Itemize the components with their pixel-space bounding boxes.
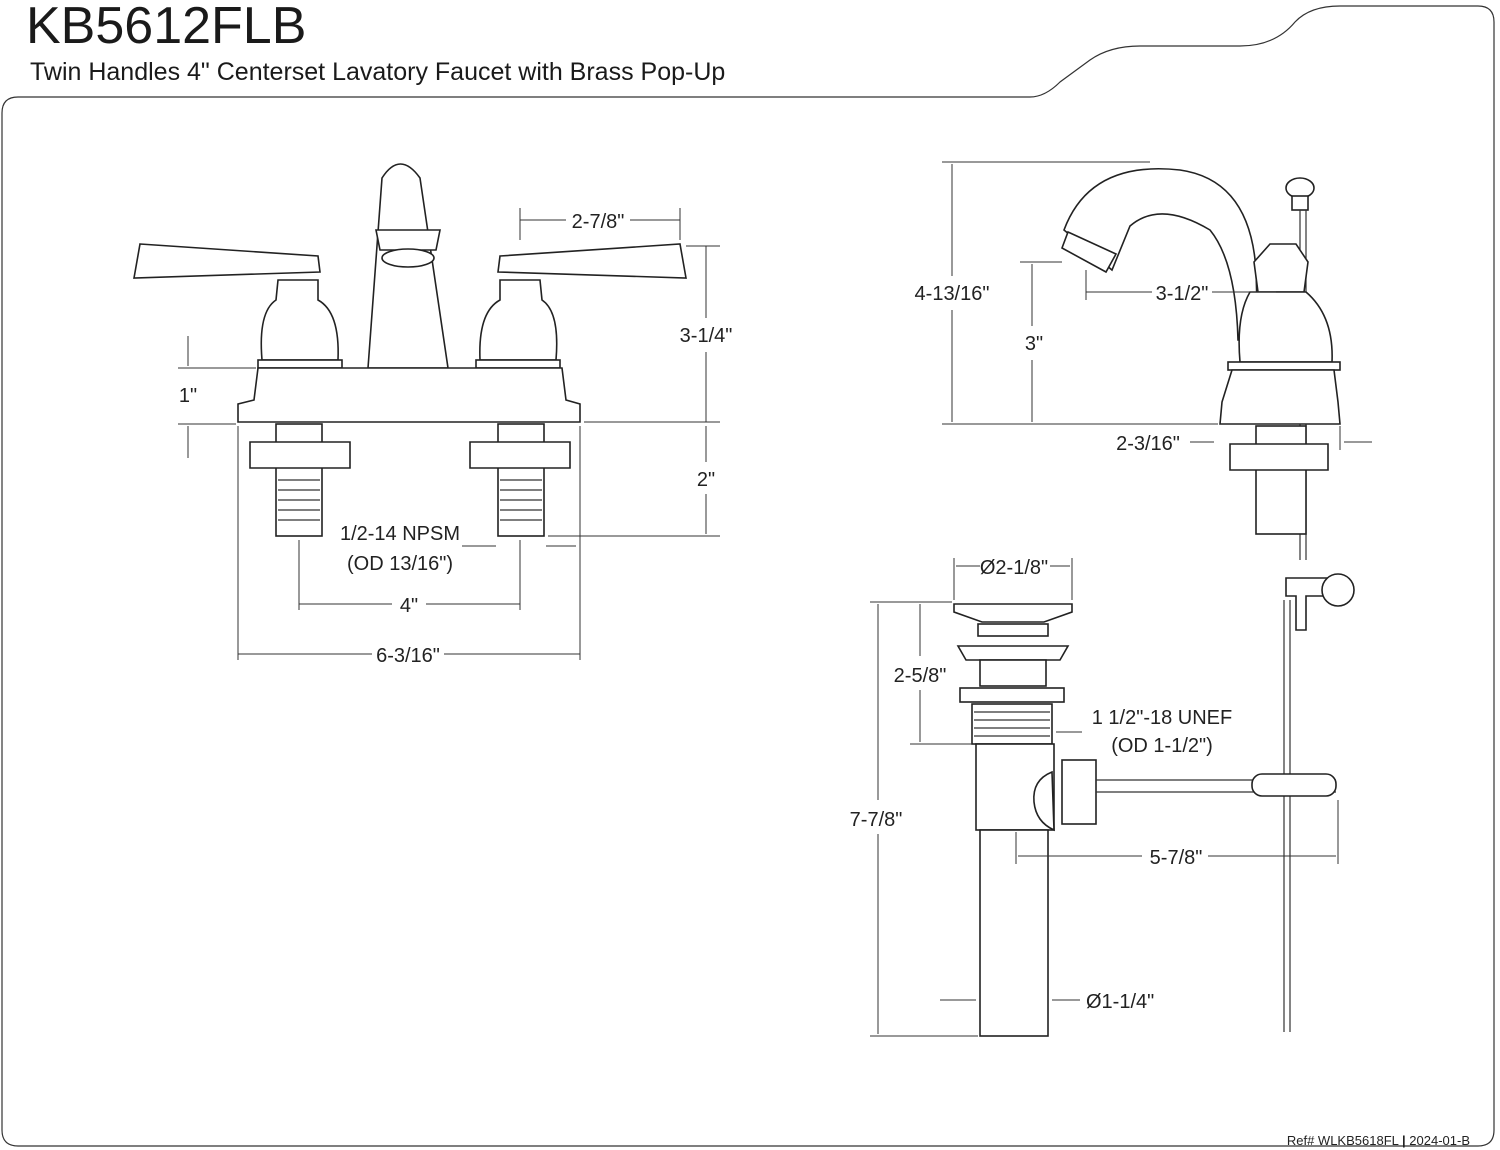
label-flange-height: 2-5/8" bbox=[894, 665, 947, 687]
side-collar bbox=[1227, 361, 1341, 371]
label-handle-base-height: 1" bbox=[179, 385, 197, 407]
label-body-height: 3-1/4" bbox=[680, 325, 733, 347]
dim-base-width-lines bbox=[237, 426, 581, 660]
dim-base-offset-lines bbox=[1190, 426, 1372, 450]
side-handle-base bbox=[1238, 291, 1333, 363]
drain-flange-neck bbox=[979, 659, 1047, 687]
drain-stopper bbox=[977, 623, 1049, 637]
dim-handle-spread-lines bbox=[519, 208, 681, 240]
label-spout-height: 3" bbox=[1025, 333, 1043, 355]
model-number: KB5612FLB bbox=[26, 0, 307, 55]
sheet-border bbox=[1, 5, 1495, 1147]
label-tail-diameter: Ø1-1/4" bbox=[1086, 991, 1154, 1013]
dim-total-height-lines bbox=[942, 161, 1218, 425]
label-handle-spread: 2-7/8" bbox=[572, 211, 625, 233]
drain-body-thread bbox=[971, 703, 1053, 745]
side-base-plate bbox=[1219, 369, 1341, 425]
dim-handle-base-lines bbox=[178, 336, 256, 458]
label-base-offset: 2-3/16" bbox=[1116, 433, 1180, 455]
clevis-screw bbox=[1321, 573, 1355, 607]
drain-flange bbox=[956, 645, 1070, 661]
left-nut bbox=[249, 441, 351, 469]
right-handle-base bbox=[479, 279, 558, 361]
drain-cap bbox=[953, 603, 1073, 623]
left-handle-collar bbox=[257, 359, 343, 369]
product-description: Twin Handles 4" Centerset Lavatory Fauce… bbox=[30, 58, 726, 86]
label-shank-length: 2" bbox=[697, 469, 715, 491]
drain-nut bbox=[959, 687, 1065, 703]
label-flange-diameter: Ø2-1/8" bbox=[980, 557, 1048, 579]
left-handle-base bbox=[260, 279, 339, 361]
dim-total-length-lines bbox=[870, 604, 978, 1037]
right-nut bbox=[469, 441, 571, 469]
pivot-rod-clip bbox=[1251, 773, 1337, 797]
tailpiece bbox=[979, 829, 1049, 1037]
revision-code: 2024-01-B bbox=[1409, 1133, 1470, 1148]
label-rod-length: 5-7/8" bbox=[1150, 847, 1203, 869]
aerator-screen bbox=[381, 248, 435, 268]
reference-number: Ref# WLKB5618FL | 2024-01-B bbox=[1287, 1133, 1470, 1148]
dim-rod-length-lines bbox=[1015, 800, 1339, 864]
label-thread-od: (OD 13/16") bbox=[347, 553, 453, 575]
dim-flange-height-lines bbox=[870, 601, 972, 745]
drain-threads bbox=[974, 711, 1050, 737]
aerator bbox=[375, 229, 441, 251]
pivot-housing bbox=[1033, 770, 1055, 832]
side-view: 4-13/16" 3-1/2" 3" 2-3/16" bbox=[915, 161, 1372, 1032]
lift-rod-cap bbox=[1291, 195, 1309, 211]
label-thread-spec: 1/2-14 NPSM bbox=[340, 523, 460, 545]
label-base-width: 6-3/16" bbox=[376, 645, 440, 667]
dim-spout-reach-lines bbox=[1085, 270, 1276, 300]
label-center-spacing: 4" bbox=[400, 595, 418, 617]
side-shank bbox=[1255, 425, 1307, 535]
lift-rod-knob bbox=[1285, 177, 1315, 199]
right-handle-collar bbox=[475, 359, 561, 369]
label-total-height: 4-13/16" bbox=[915, 283, 990, 305]
dim-center-spacing-lines bbox=[298, 540, 521, 610]
side-handle-hex bbox=[1253, 243, 1309, 293]
front-view: 2-7/8" 3-1/4" 1" 2" 1/2-14 NPSM (OD 13/1… bbox=[133, 163, 733, 667]
label-spout-reach: 3-1/2" bbox=[1156, 283, 1209, 305]
label-drain-od: (OD 1-1/2") bbox=[1111, 735, 1213, 757]
dim-body-height-lines bbox=[584, 245, 720, 423]
side-aerator bbox=[1061, 230, 1118, 274]
base-plate bbox=[237, 367, 581, 423]
shank-threads bbox=[278, 479, 542, 521]
ref-separator: | bbox=[1402, 1133, 1406, 1148]
label-total-length: 7-7/8" bbox=[850, 809, 903, 831]
dim-flange-diameter-lines bbox=[953, 558, 1073, 600]
pivot-nut bbox=[1061, 759, 1097, 825]
ref-label: Ref# WLKB5618FL bbox=[1286, 1133, 1399, 1148]
side-nut bbox=[1229, 443, 1329, 471]
right-handle-lever bbox=[497, 243, 687, 279]
dim-spout-height-lines bbox=[1020, 261, 1062, 422]
drain-view: Ø2-1/8" 2-5/8" 1 1/2"-18 UNEF (OD 1-1/2"… bbox=[850, 557, 1339, 1037]
label-drain-thread: 1 1/2"-18 UNEF bbox=[1092, 707, 1233, 729]
dim-shank-length-lines bbox=[548, 426, 720, 537]
left-handle-lever bbox=[133, 243, 321, 279]
